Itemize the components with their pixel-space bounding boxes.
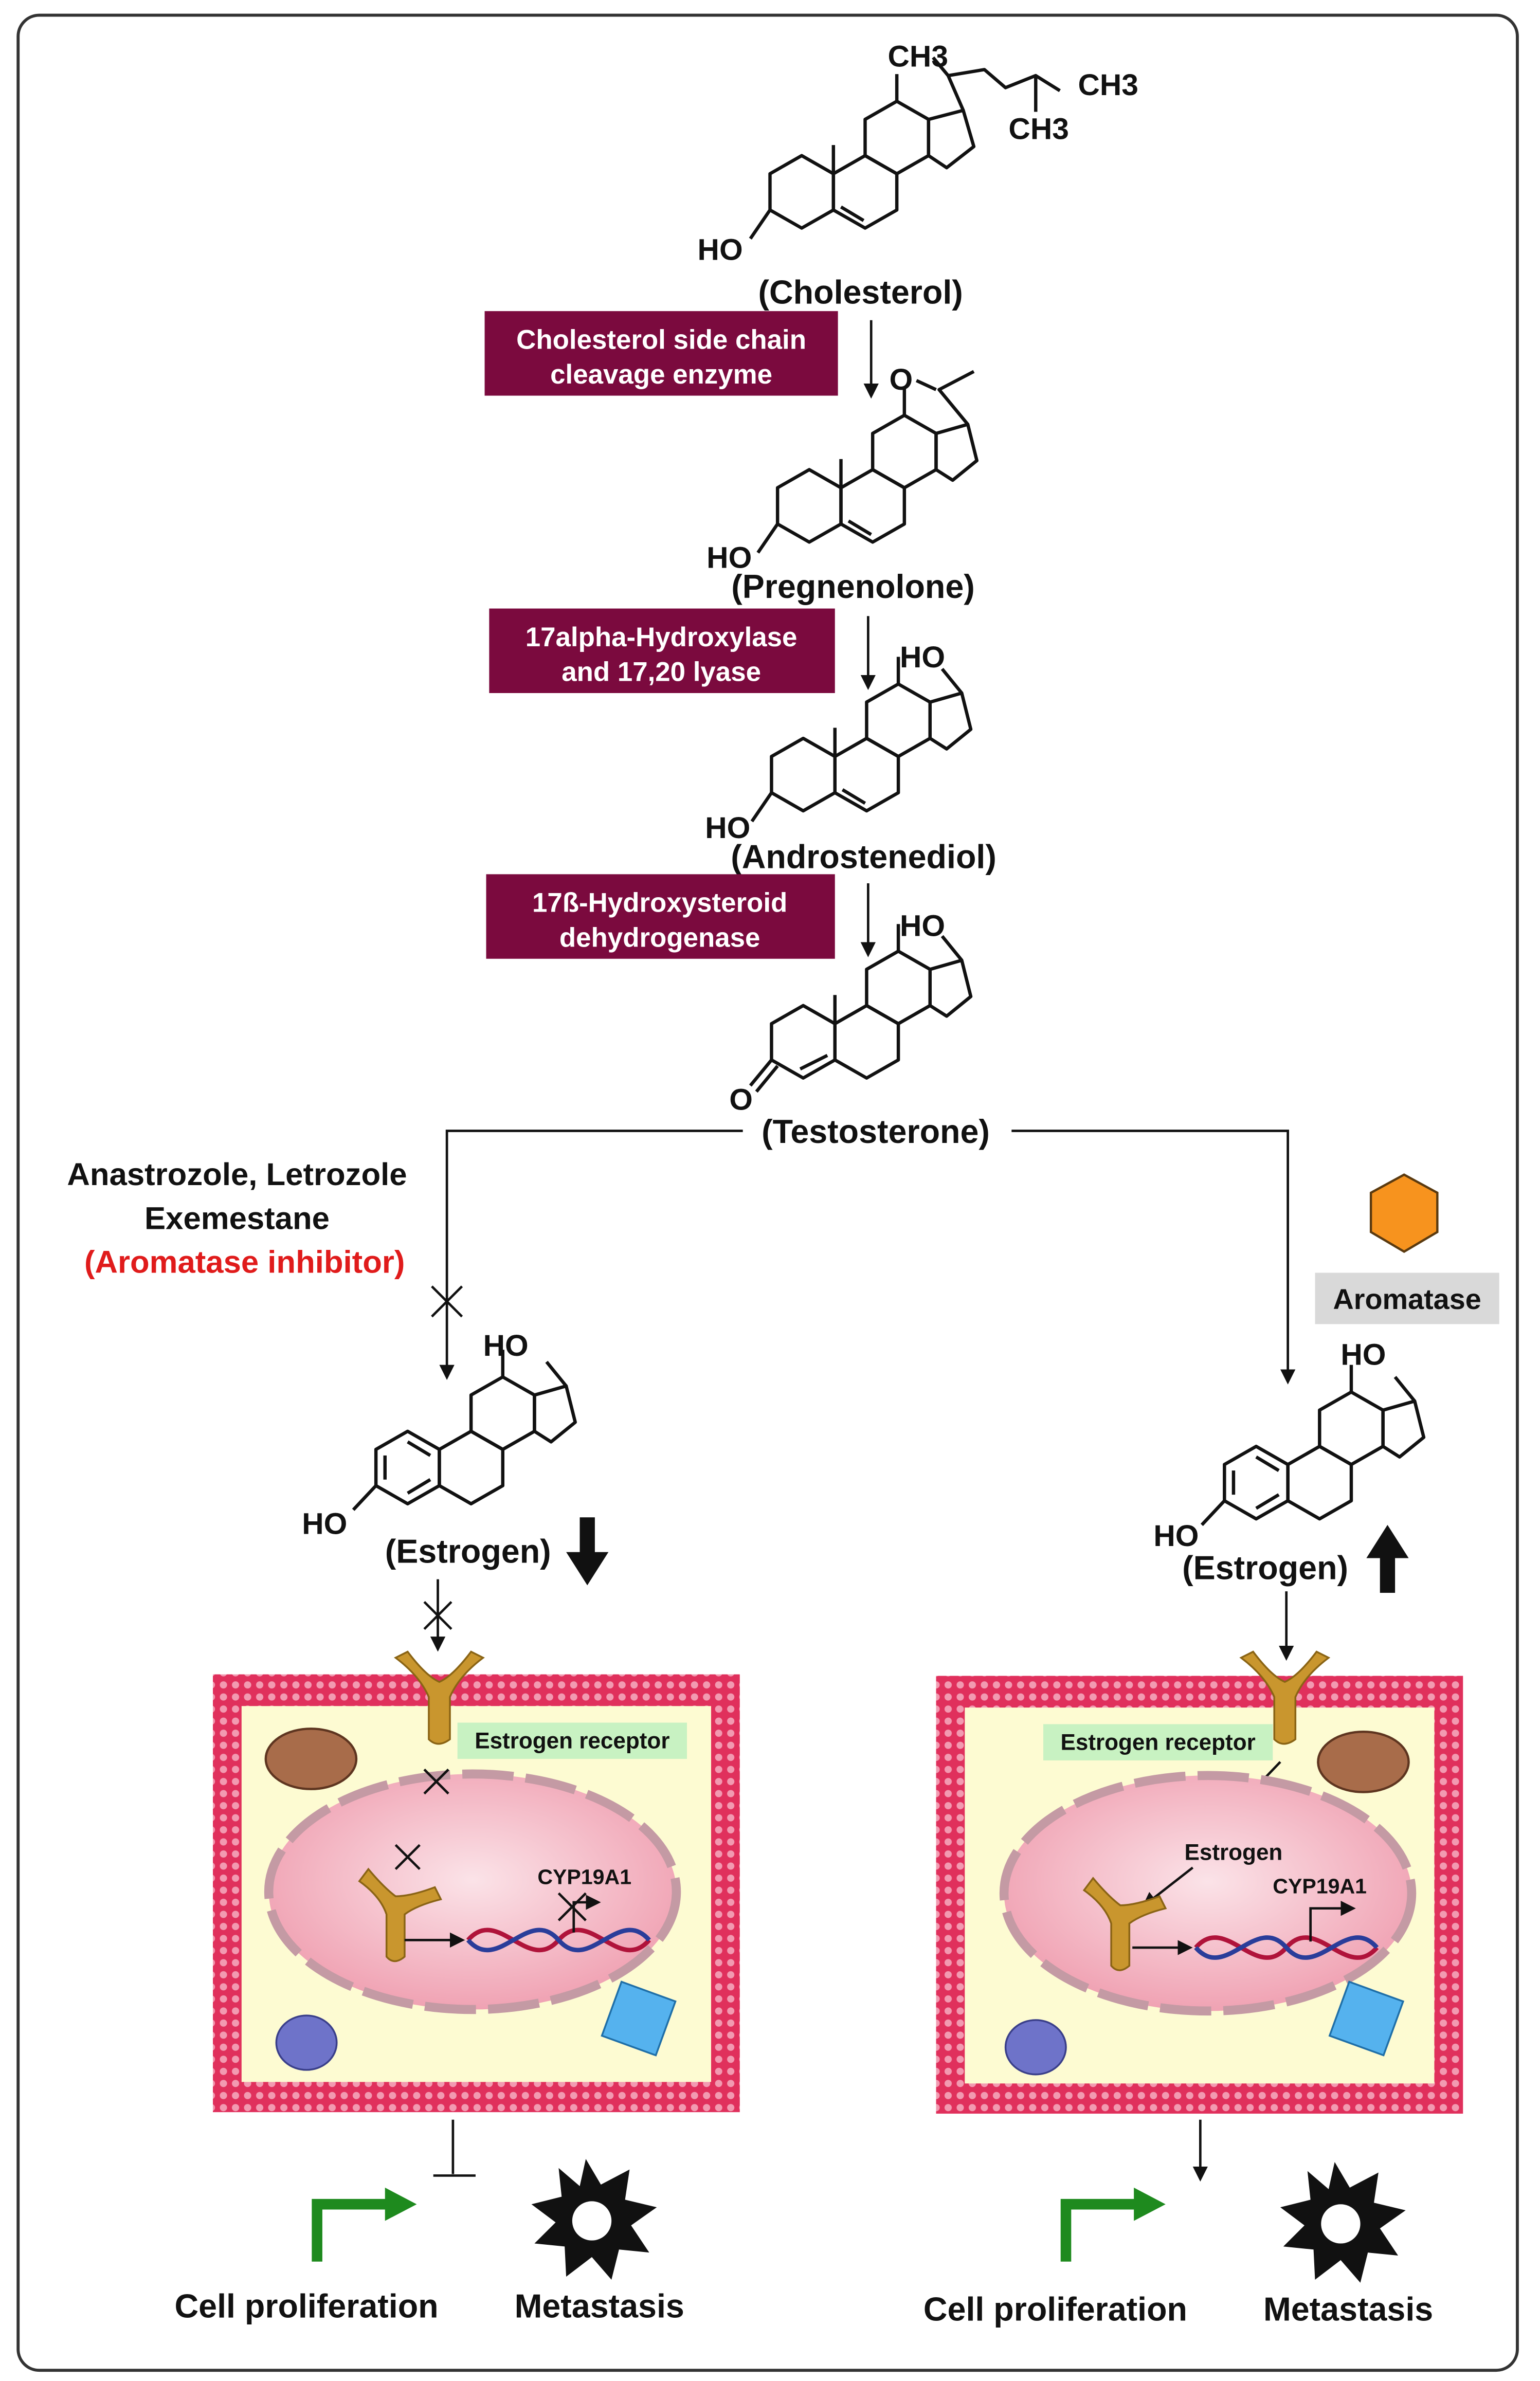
left-receptor-label: Estrogen receptor <box>475 1728 669 1753</box>
right-cell: Estrogen receptor Estrogen CYP19A1 <box>936 1650 1463 2114</box>
estrogen-inhibited-hydroxyl-3-label: HO <box>302 1507 347 1541</box>
androstenediol-hydroxyl-17-label: HO <box>900 641 945 674</box>
left-nucleus <box>264 1769 681 2014</box>
left-signal-block-mark-2 <box>394 1844 421 1870</box>
branch-to-inhibited-estrogen <box>439 1130 743 1380</box>
left-cell: Estrogen receptor CYP19A1 <box>213 1650 740 2113</box>
inhibitor-drugs-line2: Exemestane <box>144 1201 330 1236</box>
right-outcome-metastasis: Metastasis <box>1263 2291 1433 2328</box>
cholesterol-hydroxyl-label: HO <box>698 233 743 266</box>
left-nuclear-receptor-icon <box>358 1867 442 1962</box>
pregnenolone-name: (Pregnenolone) <box>731 568 975 605</box>
inhibition-cross-mark <box>431 1285 463 1318</box>
pregnenolone-structure <box>756 370 979 554</box>
enzyme-hydroxylase-line1: 17alpha-Hydroxylase <box>526 622 798 652</box>
cholesterol-methyl-label-2: CH3 <box>1078 68 1138 102</box>
estrogen-normal-hydroxyl-17-label: HO <box>1340 1338 1386 1372</box>
cholesterol-name: (Cholesterol) <box>758 274 963 311</box>
androstenediol-structure <box>750 657 973 823</box>
pregnenolone-hydroxyl-label: HO <box>706 541 752 574</box>
enzyme-box-dehydrogenase <box>486 874 835 959</box>
enzyme-side-chain-line1: Cholesterol side chain <box>516 325 806 355</box>
right-outcome-proliferation: Cell proliferation <box>923 2291 1187 2328</box>
aromatase-hexagon-icon <box>1369 1173 1439 1253</box>
cholesterol-methyl-label-3: CH3 <box>1008 112 1068 146</box>
pregnenolone-ketone-label: O <box>889 363 913 396</box>
estrogen-increase-arrow-icon <box>1366 1524 1409 1593</box>
enzyme-dehydrogenase-line2: dehydrogenase <box>559 922 760 953</box>
enzyme-box-hydroxylase <box>489 608 835 693</box>
left-outcome-metastasis: Metastasis <box>515 2287 684 2324</box>
right-nucleus <box>999 1771 1417 2016</box>
right-proliferation-arrow-icon <box>1060 2187 1166 2262</box>
left-outcome-proliferation: Cell proliferation <box>175 2287 439 2324</box>
receptor-blocked-cross-mark <box>423 1601 452 1630</box>
left-mitochondrion-icon <box>264 1728 358 1790</box>
enzyme-hydroxylase-line2: and 17,20 lyase <box>561 657 761 687</box>
right-nuclear-estrogen-label: Estrogen <box>1185 1840 1283 1865</box>
left-endoplasmic-reticulum-icon <box>601 1980 677 2057</box>
estrogen-decrease-arrow-icon <box>566 1517 609 1586</box>
right-receptor-label: Estrogen receptor <box>1060 1730 1255 1755</box>
branch-to-normal-estrogen <box>1011 1130 1296 1385</box>
aromatase-label-box <box>1315 1273 1499 1324</box>
enzyme-side-chain-line2: cleavage enzyme <box>550 359 772 390</box>
left-proliferation-arrow-icon <box>312 2187 417 2262</box>
inhibitor-class-label: (Aromatase inhibitor) <box>84 1245 405 1280</box>
inhibitor-drugs-line1: Anastrozole, Letrozole <box>67 1157 407 1192</box>
estrogen-normal-name: (Estrogen) <box>1182 1550 1348 1587</box>
enzyme-dehydrogenase-line1: 17ß-Hydroxysteroid <box>532 888 787 918</box>
testosterone-name: (Testosterone) <box>762 1113 990 1150</box>
estrogen-normal-hydroxyl-3-label: HO <box>1153 1519 1199 1553</box>
cholesterol-methyl-label-1: CH3 <box>888 40 948 73</box>
left-transcription-block-mark <box>557 1892 587 1921</box>
testosterone-structure <box>749 924 973 1093</box>
right-endoplasmic-reticulum-icon <box>1328 1980 1405 2057</box>
androstenediol-hydroxyl-3-label: HO <box>705 811 750 845</box>
right-mitochondrion-icon <box>1317 1730 1410 1793</box>
left-golgi-icon <box>275 2014 338 2071</box>
cholesterol-structure <box>749 56 1061 240</box>
androstenediol-name: (Androstenediol) <box>731 839 997 876</box>
testosterone-hydroxyl-17-label: HO <box>900 910 945 943</box>
estrogen-inhibited-name: (Estrogen) <box>385 1533 551 1570</box>
left-signal-block-mark-1 <box>423 1768 449 1795</box>
estrogen-inhibited-structure <box>352 1350 577 1511</box>
right-gene-label: CYP19A1 <box>1273 1874 1367 1898</box>
right-golgi-icon <box>1004 2019 1067 2076</box>
right-nuclear-receptor-icon <box>1082 1877 1167 1971</box>
estrogen-inhibited-hydroxyl-17-label: HO <box>483 1329 529 1362</box>
estrogen-normal-structure <box>1200 1365 1426 1526</box>
left-membrane-receptor-icon <box>393 1650 485 1745</box>
aromatase-label: Aromatase <box>1333 1283 1481 1315</box>
left-gene-label: CYP19A1 <box>537 1865 631 1889</box>
right-membrane-receptor-icon <box>1239 1650 1331 1745</box>
enzyme-box-side-chain <box>484 311 838 396</box>
testosterone-ketone-label: O <box>729 1083 753 1116</box>
